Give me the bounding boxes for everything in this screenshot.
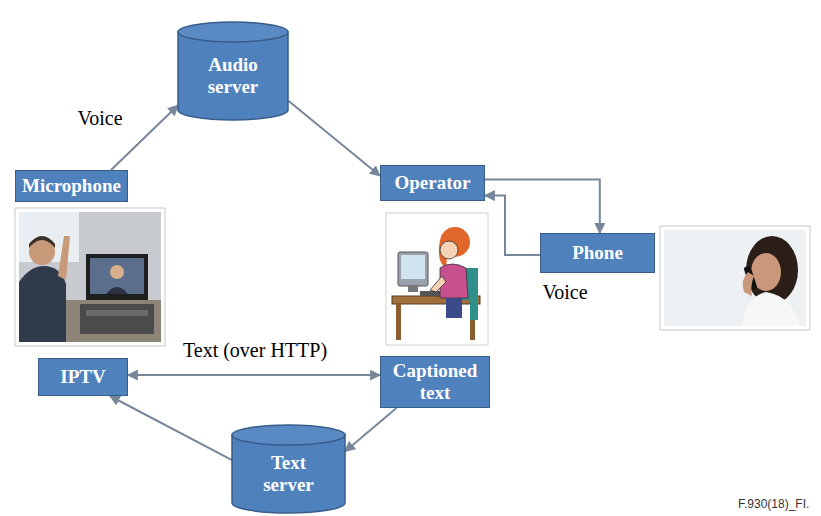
flow-arrow bbox=[128, 374, 380, 376]
edge-label: Voice bbox=[74, 106, 125, 130]
node-label: Operator bbox=[395, 172, 471, 194]
flow-arrow bbox=[345, 408, 397, 451]
node-label: Text server bbox=[247, 452, 331, 496]
label-box: Operator bbox=[380, 165, 485, 201]
flow-arrow bbox=[485, 196, 540, 255]
operator-illustration bbox=[386, 213, 488, 345]
server-cylinder: Audio server bbox=[178, 22, 288, 120]
label-box: Phone bbox=[540, 233, 655, 273]
node-label: IPTV bbox=[60, 366, 105, 388]
label-box: Microphone bbox=[15, 170, 128, 202]
node-label: Microphone bbox=[22, 175, 121, 197]
label-box: Captioned text bbox=[380, 356, 490, 408]
node-label: Captioned text bbox=[387, 360, 483, 404]
edge-label: Text (over HTTP) bbox=[180, 338, 330, 362]
flow-arrow bbox=[288, 100, 380, 175]
edge-label: Voice bbox=[539, 280, 590, 304]
label-box: IPTV bbox=[38, 358, 128, 396]
server-cylinder: Text server bbox=[232, 425, 345, 513]
flow-arrow bbox=[485, 179, 600, 233]
node-label: Audio server bbox=[191, 54, 275, 98]
flow-arrow bbox=[110, 396, 232, 460]
figure-number: F.930(18)_FI. bbox=[738, 497, 809, 511]
iptv-photo bbox=[15, 208, 165, 346]
phone-user-photo bbox=[660, 226, 810, 330]
node-label: Phone bbox=[572, 242, 623, 264]
